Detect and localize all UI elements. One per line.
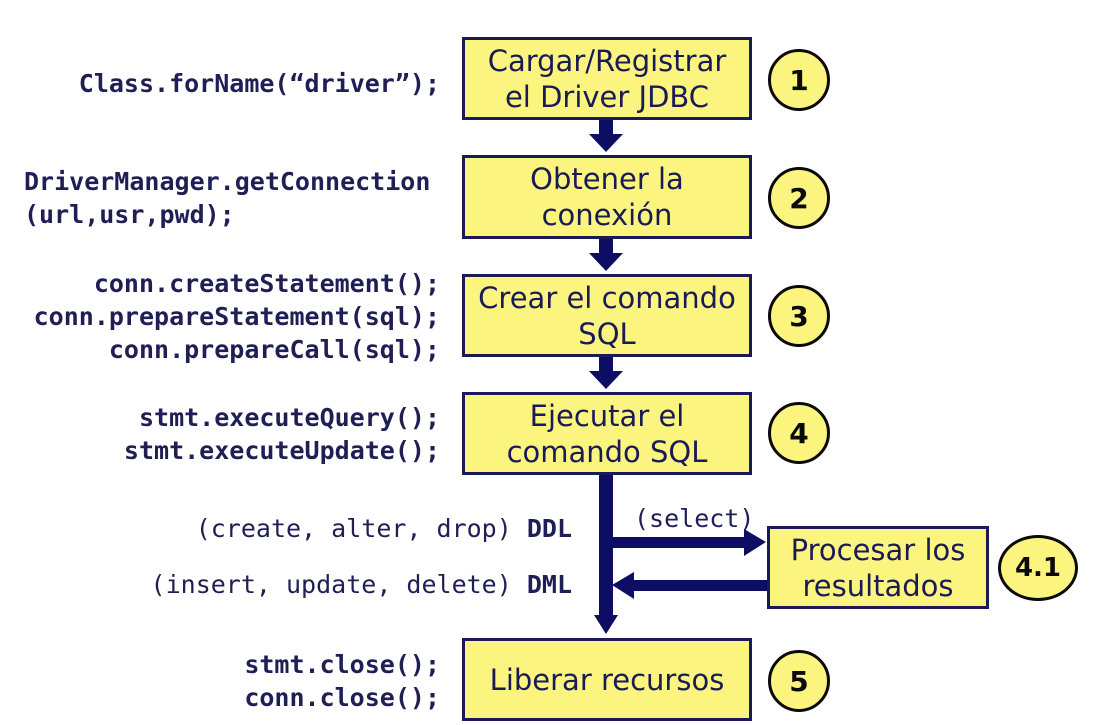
arrow-step1-to-step2 — [589, 118, 623, 152]
code-line: conn.prepareCall(sql); — [108, 335, 440, 364]
arrow-step3-to-step4 — [589, 355, 623, 389]
code-line: conn.prepareStatement(sql); — [33, 302, 440, 331]
code-line: stmt.executeQuery(); — [138, 403, 440, 432]
step-number-1: 1 — [768, 49, 830, 111]
code-step1: Class.forName(“driver”); — [79, 67, 440, 100]
arrow-step2-to-step3 — [589, 237, 623, 271]
step-box-load-driver: Cargar/Registrar el Driver JDBC — [462, 37, 752, 120]
ddl-label: (create, alter, drop) DDL — [196, 512, 572, 545]
select-label: (select) — [634, 504, 755, 533]
step-box-get-connection: Obtener la conexión — [462, 155, 752, 239]
code-line: Class.forName(“driver”); — [78, 69, 440, 98]
step-title-line: Crear el comando — [478, 280, 736, 315]
code-line: DriverManager.getConnection — [24, 167, 431, 196]
step-title-line: el Driver JDBC — [504, 79, 710, 114]
step-title-line: conexión — [541, 198, 673, 232]
code-line: conn.createStatement(); — [93, 269, 440, 298]
arrow-step4-to-step5 — [594, 473, 618, 634]
step-number-2: 2 — [768, 167, 830, 229]
step-number-4: 4 — [768, 402, 830, 464]
step-title-line: comando SQL — [506, 434, 708, 469]
code-line: stmt.executeUpdate(); — [123, 436, 440, 465]
step-title-line: Cargar/Registrar — [487, 43, 727, 78]
step-title-line: resultados — [802, 568, 954, 603]
code-step2: DriverManager.getConnection (url,usr,pwd… — [24, 165, 430, 231]
code-line: conn.close(); — [244, 683, 440, 712]
step-box-process-results: Procesar los resultados — [767, 526, 989, 609]
step-title-line: Procesar los — [790, 532, 966, 567]
arrow-from-process-results — [612, 572, 768, 599]
step-number-5: 5 — [768, 650, 830, 712]
step-title-line: SQL — [578, 316, 636, 351]
code-line: (url,usr,pwd); — [24, 200, 235, 229]
arrow-to-process-results — [606, 529, 766, 556]
code-line: stmt.close(); — [244, 650, 440, 679]
ddl-tag: DDL — [526, 514, 572, 543]
dml-operations: (insert, update, delete) — [150, 570, 512, 599]
step-title-line: Ejecutar el — [529, 398, 685, 433]
step-number-3: 3 — [768, 285, 830, 347]
code-step3: conn.createStatement(); conn.prepareStat… — [34, 267, 440, 366]
step-box-create-command: Crear el comando SQL — [462, 274, 752, 357]
step-number-4-1: 4.1 — [998, 535, 1078, 601]
step-box-execute-command: Ejecutar el comando SQL — [462, 392, 752, 475]
dml-tag: DML — [526, 570, 572, 599]
code-step4: stmt.executeQuery(); stmt.executeUpdate(… — [124, 401, 440, 467]
step-box-release-resources: Liberar recursos — [462, 638, 752, 721]
step-title-line: Liberar recursos — [489, 662, 725, 697]
step-title-line: Obtener la — [530, 162, 684, 196]
dml-label: (insert, update, delete) DML — [151, 568, 572, 601]
code-step5: stmt.close(); conn.close(); — [244, 648, 440, 714]
ddl-operations: (create, alter, drop) — [195, 514, 512, 543]
